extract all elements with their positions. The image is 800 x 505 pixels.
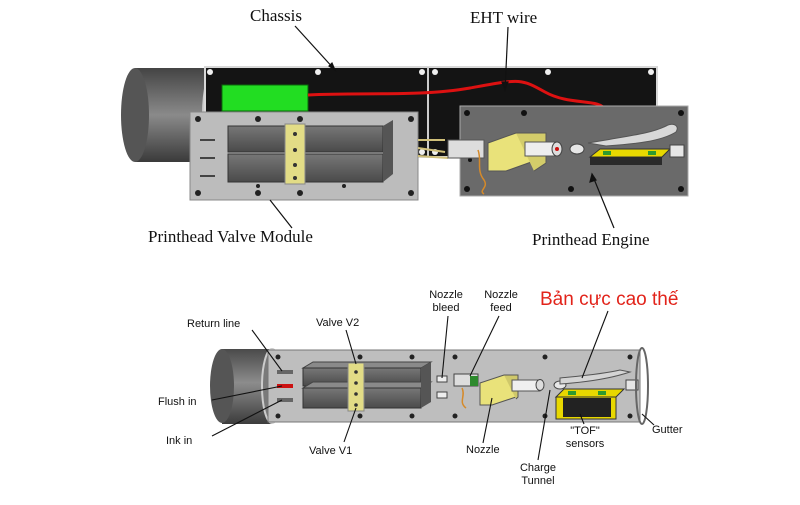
tof-sensor-assembly (554, 369, 639, 420)
nozzle-fittings (436, 373, 479, 409)
label-nozzle-feed-line1: Nozzle (484, 289, 518, 301)
valve-blocks (301, 361, 433, 412)
green-circuit-board (221, 84, 309, 112)
label-valve-module: Printhead Valve Module (148, 227, 313, 246)
label-nozzle-feed-line2: feed (490, 302, 512, 314)
label-tof-sensors-line2: sensors (565, 438, 605, 450)
bottom-printhead-diagram (210, 310, 655, 461)
nozzle-block (479, 374, 567, 406)
valve-module-plate (189, 111, 419, 201)
gutter-ring (635, 347, 649, 425)
label-tof-sensors-line1: "TOF" (570, 425, 600, 437)
label-flush-in: Flush in (158, 396, 197, 408)
engine-plate (447, 105, 689, 197)
label-printhead-engine: Printhead Engine (532, 230, 650, 249)
label-nozzle-bleed-line1: Nozzle (429, 289, 463, 301)
label-nozzle-bleed-line2: bleed (432, 302, 460, 314)
label-ink-in: Ink in (166, 435, 193, 447)
label-eht-wire: EHT wire (470, 8, 538, 27)
label-charge-tunnel: Charge Tunnel (510, 463, 566, 487)
label-valve-v1: Valve V1 (309, 445, 353, 457)
label-nozzle: Nozzle (466, 444, 500, 456)
top-leader-lines (269, 25, 615, 229)
label-valve-v2: Valve V2 (316, 317, 360, 329)
label-gutter: Gutter (652, 424, 683, 436)
label-return-line: Return line (187, 318, 241, 330)
label-charge-tunnel-line2: Tunnel (521, 475, 555, 487)
label-hv-plate: Bản cực cao thế (540, 289, 679, 310)
label-tof-sensors: "TOF" sensors (556, 426, 614, 450)
top-printhead-diagram (121, 25, 689, 229)
bottom-screws (275, 354, 633, 419)
label-chassis: Chassis (250, 6, 302, 25)
eht-wire (307, 79, 607, 111)
inlet-ports (277, 370, 293, 402)
bottom-leader-lines (211, 310, 655, 461)
label-nozzle-bleed: Nozzle bleed (424, 290, 468, 314)
label-nozzle-feed: Nozzle feed (478, 290, 524, 314)
chassis-screws (207, 69, 654, 155)
label-charge-tunnel-line1: Charge (519, 462, 557, 474)
top-tubes (417, 139, 449, 159)
